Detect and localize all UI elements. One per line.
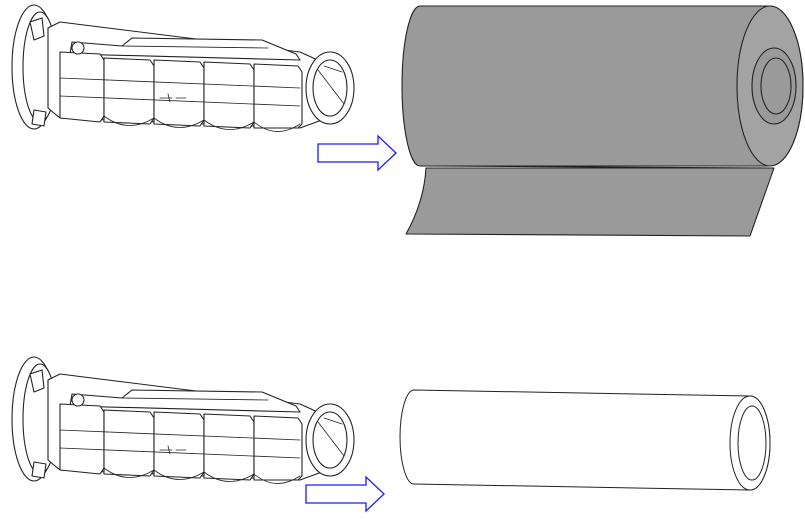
step-2	[11, 356, 771, 512]
ribbon-spindle-icon	[11, 4, 355, 133]
ribbon-spindle-icon	[11, 356, 355, 485]
ribbon-roll-icon	[401, 5, 804, 237]
right-arrow-icon	[305, 476, 385, 512]
paper-core-icon	[399, 389, 771, 491]
step-1	[11, 4, 804, 237]
right-arrow-icon	[317, 135, 397, 171]
